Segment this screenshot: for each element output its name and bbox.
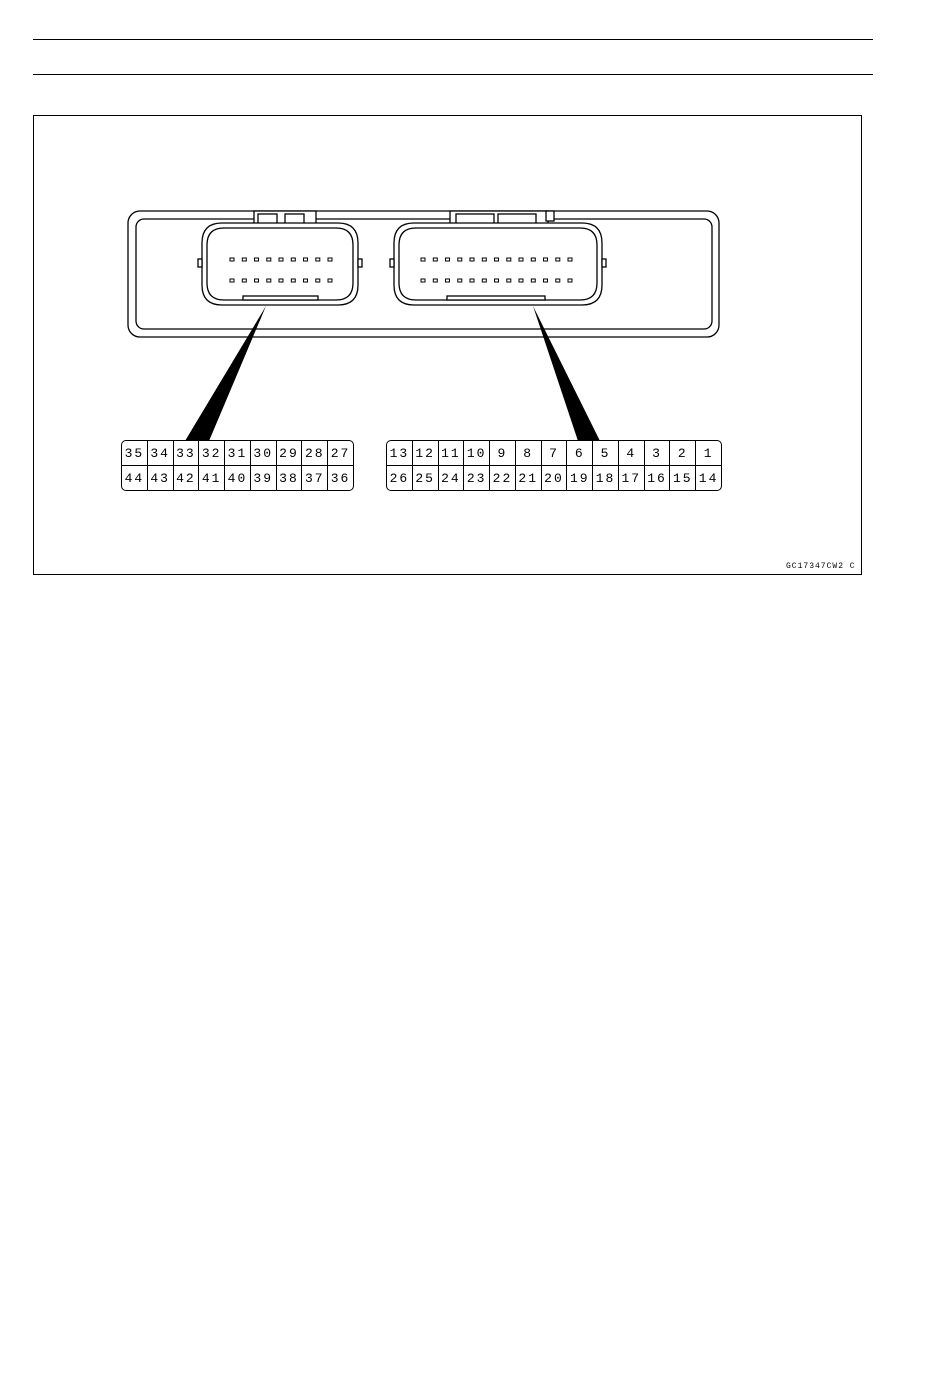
pin-number-cell: 24 <box>439 466 465 490</box>
pin-number-cell: 12 <box>413 441 439 466</box>
pin-number-cell: 31 <box>225 441 251 466</box>
pin-number-cell: 10 <box>464 441 490 466</box>
pin-number-cell: 36 <box>328 466 353 490</box>
pin-number-cell: 29 <box>277 441 303 466</box>
pin-number-cell: 26 <box>387 466 413 490</box>
connector-left-shell-outer <box>202 223 358 305</box>
ecu-connector-drawing <box>0 0 950 600</box>
pin-number-cell: 39 <box>251 466 277 490</box>
pin-number-cell: 35 <box>122 441 148 466</box>
pin-number-cell: 23 <box>464 466 490 490</box>
pin-number-cell: 6 <box>567 441 593 466</box>
pin-number-cell: 15 <box>670 466 696 490</box>
pin-number-cell: 5 <box>593 441 619 466</box>
pin-number-cell: 3 <box>645 441 671 466</box>
pin-number-cell: 41 <box>199 466 225 490</box>
pin-number-cell: 28 <box>302 441 328 466</box>
pin-number-cell: 16 <box>645 466 671 490</box>
pin-number-cell: 2 <box>670 441 696 466</box>
pin-number-cell: 32 <box>199 441 225 466</box>
pin-number-cell: 40 <box>225 466 251 490</box>
pin-number-cell: 7 <box>542 441 568 466</box>
pointer-right <box>533 306 600 441</box>
pin-number-cell: 18 <box>593 466 619 490</box>
pin-number-cell: 43 <box>148 466 174 490</box>
pin-number-cell: 8 <box>516 441 542 466</box>
pin-number-cell: 22 <box>490 466 516 490</box>
pin-number-cell: 20 <box>542 466 568 490</box>
pin-number-cell: 14 <box>696 466 721 490</box>
pin-number-cell: 11 <box>439 441 465 466</box>
pin-number-cell: 21 <box>516 466 542 490</box>
pin-number-cell: 33 <box>174 441 200 466</box>
pin-number-cell: 42 <box>174 466 200 490</box>
pin-number-cell: 4 <box>619 441 645 466</box>
connector-right-shell-outer <box>394 223 602 305</box>
pin-number-cell: 25 <box>413 466 439 490</box>
pin-number-cell: 27 <box>328 441 353 466</box>
pin-number-cell: 44 <box>122 466 148 490</box>
figure-code: GC17347CW2 C <box>786 562 856 571</box>
pin-number-cell: 38 <box>277 466 303 490</box>
pin-number-cell: 13 <box>387 441 413 466</box>
pin-number-cell: 9 <box>490 441 516 466</box>
pin-number-cell: 37 <box>302 466 328 490</box>
pin-number-cell: 19 <box>567 466 593 490</box>
pin-number-cell: 1 <box>696 441 721 466</box>
pin-number-cell: 30 <box>251 441 277 466</box>
pin-number-cell: 17 <box>619 466 645 490</box>
pointer-left <box>185 306 266 441</box>
pin-number-cell: 34 <box>148 441 174 466</box>
